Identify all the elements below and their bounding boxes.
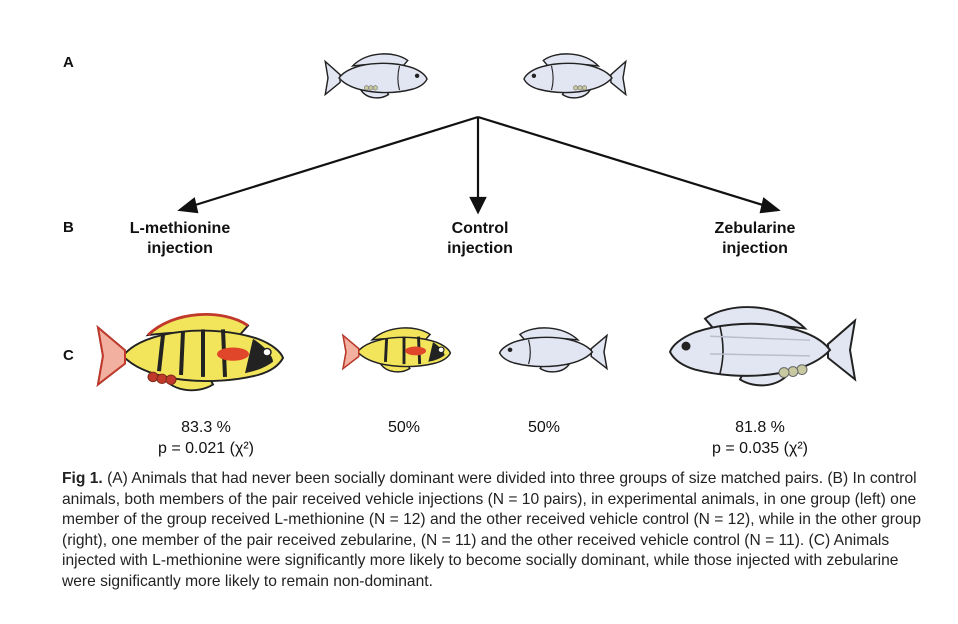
group-label-line: injection bbox=[722, 240, 788, 257]
figure-caption: Fig 1. (A) Animals that had never been s… bbox=[62, 469, 932, 592]
group-label-line: Zebularine bbox=[714, 220, 796, 237]
result-percent: 50% bbox=[527, 419, 561, 436]
arrow-icon bbox=[469, 117, 487, 215]
group-label-methionine: L-methionine injection bbox=[80, 219, 280, 259]
panel-label-a: A bbox=[63, 54, 74, 71]
group-label-zebularine: Zebularine injection bbox=[655, 219, 855, 259]
fish-dominant-icon bbox=[96, 312, 284, 392]
result-p-value: p = 0.035 (χ²) bbox=[712, 440, 808, 457]
caption-label: Fig 1. bbox=[62, 470, 103, 487]
result-zebularine: 81.8 % p = 0.035 (χ²) bbox=[650, 417, 870, 459]
result-p-value: p = 0.021 (χ²) bbox=[158, 440, 254, 457]
group-label-line: Control bbox=[451, 220, 509, 237]
arrow-icon bbox=[477, 115, 781, 214]
result-control-right: 50% bbox=[434, 417, 654, 438]
group-label-line: L-methionine bbox=[129, 220, 231, 237]
panel-label-c: C bbox=[63, 347, 74, 364]
result-percent: 83.3 % bbox=[181, 419, 231, 436]
arrow-icon bbox=[177, 115, 479, 214]
result-control-left: 50% bbox=[294, 417, 514, 438]
fish-subordinate-icon bbox=[498, 327, 608, 373]
group-label-line: injection bbox=[447, 240, 513, 257]
caption-text: (A) Animals that had never been socially… bbox=[62, 470, 921, 590]
fish-subordinate-icon bbox=[669, 306, 856, 387]
fish-subordinate-icon bbox=[523, 53, 627, 99]
group-label-line: injection bbox=[147, 240, 213, 257]
result-percent: 50% bbox=[387, 419, 421, 436]
group-label-control: Control injection bbox=[380, 219, 580, 259]
result-methionine: 83.3 % p = 0.021 (χ²) bbox=[96, 417, 316, 459]
fish-dominant-icon bbox=[342, 327, 452, 373]
fish-subordinate-icon bbox=[324, 53, 428, 99]
result-percent: 81.8 % bbox=[735, 419, 785, 436]
panel-label-b: B bbox=[63, 219, 74, 236]
